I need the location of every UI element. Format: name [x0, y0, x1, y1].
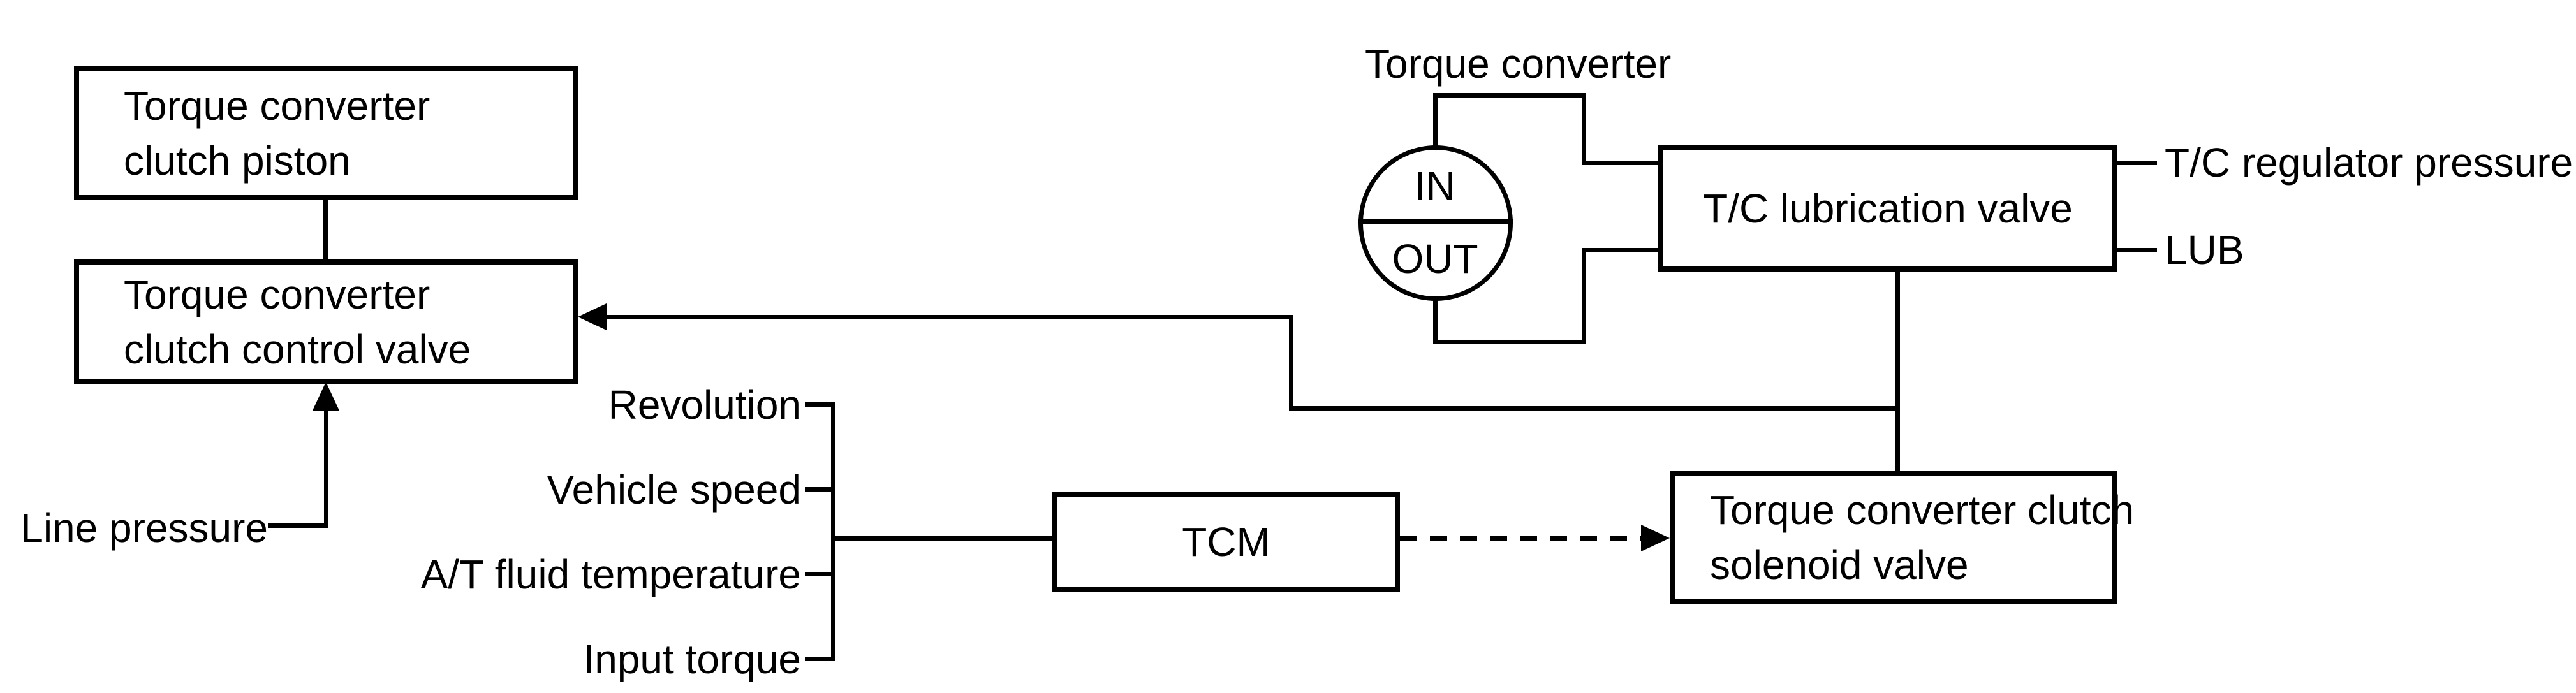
control-valve-feed-arrowhead-icon — [578, 303, 607, 330]
pipe-tc-in-to-lubrication-valve — [1582, 161, 1661, 165]
torque-converter-out-port-label: OUT — [1392, 236, 1478, 282]
tick-revolution — [805, 402, 835, 407]
box-control-valve-label-line1: Torque converter — [124, 272, 431, 317]
pipe-tc-out-vertical — [1433, 296, 1438, 344]
pipe-tc-out-horizontal — [1433, 340, 1586, 344]
stub-tc-regulator-pressure — [2115, 161, 2157, 165]
bracket-to-tcm-horizontal — [831, 536, 1054, 541]
box-torque-converter-clutch-piston: Torque converter clutch piston — [74, 66, 578, 200]
tcm-input-revolution-label: Revolution — [608, 382, 801, 428]
line-pressure-tick — [268, 523, 328, 528]
line-pressure-label: Line pressure — [20, 505, 268, 551]
torque-converter-title: Torque converter — [1365, 41, 1672, 87]
box-tcm-label: TCM — [1182, 519, 1270, 565]
lub-label: LUB — [2165, 227, 2244, 273]
pipe-tc-out-step-up — [1582, 248, 1586, 344]
box-piston-label-line2: clutch piston — [124, 138, 351, 184]
box-solenoid-valve-label-line1: Torque converter clutch — [1710, 487, 2135, 533]
line-pressure-vertical — [324, 408, 328, 528]
box-solenoid-valve-label-line2: solenoid valve — [1710, 542, 1969, 588]
tcm-input-vehicle-speed-label: Vehicle speed — [547, 467, 801, 513]
tcm-to-solenoid-arrowhead-icon — [1641, 525, 1670, 551]
tc-regulator-pressure-label: T/C regulator pressure — [2165, 140, 2573, 186]
box-control-valve-label-line2: clutch control valve — [124, 326, 471, 372]
pipe-tc-in-vertical — [1433, 93, 1438, 148]
line-pressure-arrowhead-icon — [313, 382, 339, 411]
control-valve-feed-long-horizontal — [1289, 406, 1900, 411]
control-valve-feed-jog-vertical — [1289, 315, 1293, 411]
pipe-tc-out-to-lubrication-valve — [1582, 248, 1661, 252]
torque-converter-in-port-label: IN — [1415, 163, 1455, 209]
lubrication-valve-to-solenoid-vertical — [1895, 270, 1900, 472]
stub-lub — [2115, 248, 2157, 252]
box-tcm: TCM — [1052, 492, 1400, 592]
tick-input-torque — [805, 657, 835, 661]
box-tc-lubrication-valve: T/C lubrication valve — [1658, 145, 2117, 272]
box-torque-converter-clutch-solenoid-valve: Torque converter clutch solenoid valve — [1670, 471, 2134, 604]
control-valve-feed-horizontal — [605, 315, 1293, 319]
tcm-to-solenoid-dashed-line — [1400, 536, 1641, 541]
box-torque-converter-clutch-control-valve: Torque converter clutch control valve — [74, 259, 578, 384]
box-piston-label-line1: Torque converter — [124, 83, 431, 129]
pipe-tc-in-horizontal — [1433, 93, 1586, 98]
torque-converter-circle-divider — [1358, 219, 1513, 224]
tcm-input-input-torque-label: Input torque — [583, 636, 801, 682]
tick-vehicle-speed — [805, 487, 835, 492]
box-lubrication-valve-label: T/C lubrication valve — [1703, 186, 2073, 231]
connector-piston-to-control-valve — [323, 200, 328, 261]
tick-at-fluid-temperature — [805, 572, 835, 576]
tcm-input-at-fluid-temperature-label: A/T fluid temperature — [420, 551, 801, 597]
tcm-input-bracket-vertical — [831, 402, 835, 661]
pipe-tc-in-step-down — [1582, 93, 1586, 165]
